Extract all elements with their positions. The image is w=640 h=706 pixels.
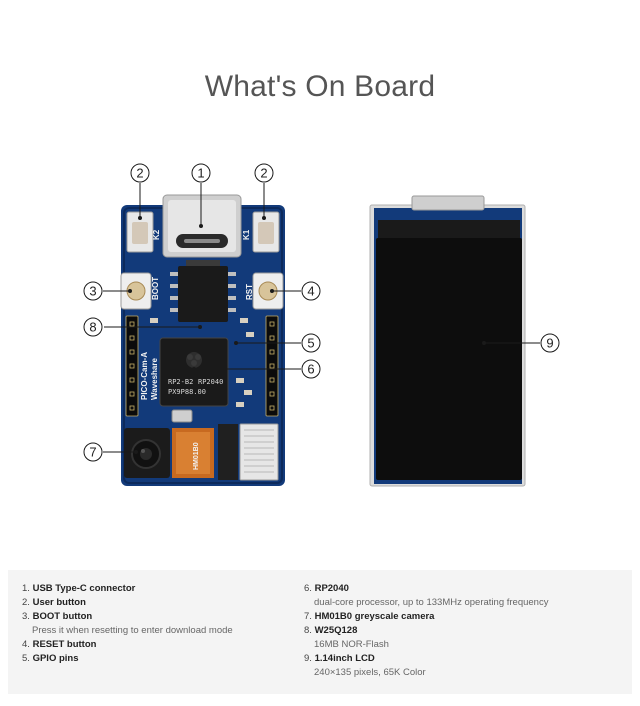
callout-7: 7 (89, 445, 96, 460)
legend-item: 2. User button (22, 597, 86, 608)
flash-chip (170, 260, 236, 322)
legend-desc: 16MB NOR-Flash (314, 639, 389, 650)
silk-k2: K2 (152, 229, 161, 240)
crystal (171, 409, 193, 423)
fpc-connector (218, 423, 279, 481)
callout-2-right: 2 (260, 166, 267, 181)
user-button-k1 (252, 211, 280, 253)
camera-module (124, 428, 170, 478)
chip-line2: RP2040 (198, 378, 223, 386)
legend-item: 4. RESET button (22, 639, 97, 650)
legend-item: 5. GPIO pins (22, 653, 79, 664)
silk-boot: BOOT (151, 277, 160, 300)
callout-8: 8 (89, 320, 96, 335)
callout-1: 1 (197, 166, 204, 181)
board-diagram: K2 K1 BOOT RST (83, 163, 560, 487)
legend-item: 1. USB Type-C connector (22, 583, 136, 594)
camera-flex-cable (172, 428, 214, 478)
silk-brand-line2: Waveshare (150, 358, 159, 401)
silk-brand-line1: PICO-Cam-A (140, 352, 149, 400)
callout-6: 6 (307, 362, 314, 377)
legend-panel: 1. USB Type-C connector 2. User button 3… (8, 570, 632, 694)
legend-item: 9. 1.14inch LCD (304, 653, 375, 664)
silk-k1: K1 (242, 229, 251, 240)
reset-button (252, 272, 284, 310)
callout-3: 3 (89, 284, 96, 299)
callout-5: 5 (307, 336, 314, 351)
board-back (369, 195, 526, 487)
legend-right-column: 6. RP2040 dual-core processor, up to 133… (304, 582, 548, 680)
legend-item: 7. HM01B0 greyscale camera (304, 611, 435, 622)
chip-line3: PX9P88.00 (168, 388, 206, 396)
boot-button (120, 272, 152, 310)
legend-desc: 240×135 pixels, 65K Color (314, 667, 426, 678)
lcd-screen (376, 238, 522, 480)
legend-item: 6. RP2040 (304, 583, 349, 594)
board-front: K2 K1 BOOT RST (120, 194, 285, 486)
rp2040-chip (159, 337, 229, 407)
legend-desc: dual-core processor, up to 133MHz operat… (314, 597, 549, 608)
legend-item: 8. W25Q128 (304, 625, 358, 636)
gpio-pins (125, 315, 279, 417)
callout-2-left: 2 (136, 166, 143, 181)
page-title: What's On Board (204, 70, 436, 103)
legend-desc: Press it when resetting to enter downloa… (32, 625, 233, 636)
silk-rst: RST (245, 284, 254, 300)
chip-line1: RP2-B2 (168, 378, 193, 386)
callout-9: 9 (546, 336, 553, 351)
silk-flex: HM01B0 (193, 442, 200, 470)
legend-left-column: 1. USB Type-C connector 2. User button 3… (22, 582, 233, 666)
legend-item: 3. BOOT button (22, 611, 93, 622)
callout-4: 4 (307, 284, 314, 299)
